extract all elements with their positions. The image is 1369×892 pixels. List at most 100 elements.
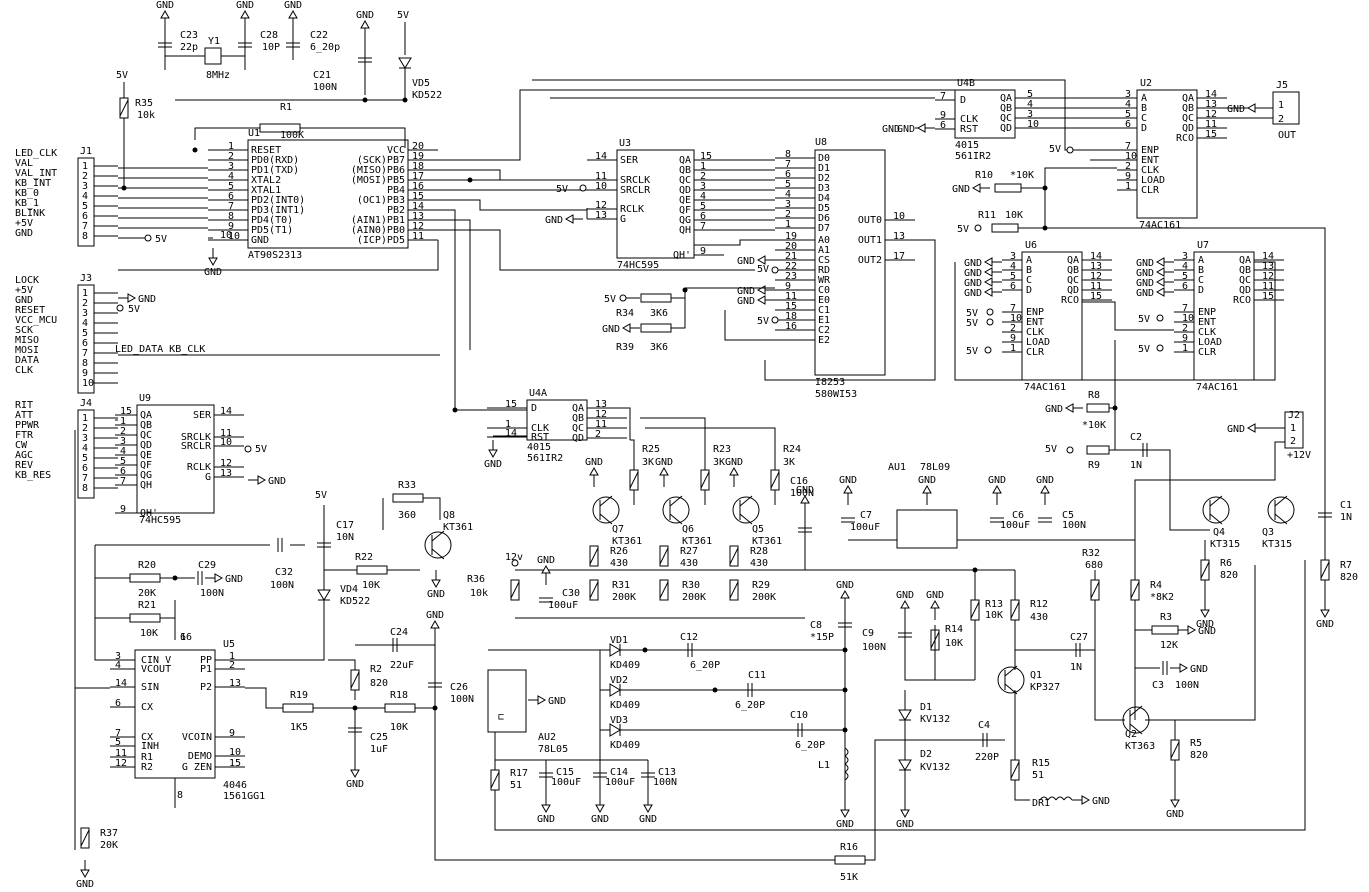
- gnd-symbol: [840, 589, 850, 599]
- u1-pin-name: (ICP)PD5: [357, 235, 405, 246]
- gnd-label: GND: [1190, 664, 1208, 675]
- resistor-slash: [729, 547, 739, 565]
- gnd-label: GND: [639, 814, 657, 825]
- u3-pin-num: 9: [700, 246, 706, 257]
- u5-pin-num: 3: [115, 651, 121, 662]
- r13-value: 10K: [985, 610, 1003, 621]
- r21-label: R21: [138, 600, 156, 611]
- gnd-symbol: [1040, 484, 1050, 494]
- au1-regulator: [896, 509, 958, 549]
- u1-pin-num: 2: [228, 151, 234, 162]
- j3-label: RESET: [15, 305, 45, 316]
- j2-note: +12V: [1287, 450, 1311, 461]
- j4-pin-num: 8: [82, 483, 88, 494]
- c16-label: C16: [790, 476, 808, 487]
- q4-label: Q4: [1213, 527, 1225, 538]
- junction-dot: [467, 177, 473, 183]
- u5-pin-num: 11: [115, 748, 127, 759]
- gnd-label: GND: [988, 475, 1006, 486]
- gnd-symbol: [1187, 625, 1197, 635]
- j3-connector: [77, 284, 95, 394]
- u8-out-num: 17: [893, 251, 905, 262]
- u4a-pin-num: 13: [595, 399, 607, 410]
- gnd-label: GND: [1036, 475, 1054, 486]
- diode: [898, 759, 912, 771]
- c29-value: 100N: [200, 588, 224, 599]
- u4b-pin-num: 3: [1027, 109, 1033, 120]
- j4-label: KB_RES: [15, 470, 51, 481]
- q1-value: KP327: [1030, 682, 1060, 693]
- open-terminal: [1156, 314, 1164, 322]
- r25-label: R25: [642, 444, 660, 455]
- u8-pin-name: E1: [818, 315, 830, 326]
- u3-pin-num: 2: [700, 171, 706, 182]
- j1-label: LED_CLK: [15, 148, 57, 159]
- c26-label: C26: [450, 682, 468, 693]
- u8-pin-num: 20: [785, 241, 797, 252]
- u5-pin-num: 8: [177, 790, 183, 801]
- gnd-label: GND: [591, 814, 609, 825]
- u1-pin-num: 19: [412, 151, 424, 162]
- u1-pin-name: XTAL1: [251, 185, 281, 196]
- j3-pin-num: 10: [82, 378, 94, 389]
- u9-pin-num: 9: [120, 504, 126, 515]
- gnd-label: GND: [952, 184, 970, 195]
- open-terminal: [116, 304, 124, 312]
- v5-label: 5V: [604, 294, 616, 305]
- gnd-symbol: [916, 123, 926, 133]
- gnd-symbol: [659, 466, 669, 476]
- u4a-pin-name: QC: [572, 423, 584, 434]
- r15-label: R15: [1032, 758, 1050, 769]
- u4b-part2: 561IR2: [955, 151, 991, 162]
- u9-pin-num: 5: [120, 456, 126, 467]
- j3-pin-num: 3: [82, 308, 88, 319]
- j3-label: +5V: [15, 285, 33, 296]
- resistor: [640, 293, 672, 303]
- junction-dot: [712, 687, 718, 693]
- u6-pin-num: 7: [1010, 303, 1016, 314]
- open-terminal: [619, 294, 627, 302]
- j1-label: BLINK: [15, 208, 45, 219]
- wire: [645, 427, 776, 470]
- u1-pin-num: 13: [412, 211, 424, 222]
- gnd-symbol: [430, 619, 440, 629]
- v12-label: 12v: [505, 552, 523, 563]
- r32-label: R32: [1082, 548, 1100, 559]
- u7-pin-num: 6: [1182, 281, 1188, 292]
- u3-pin-name: QE: [679, 195, 691, 206]
- u6-pin-num: 5: [1010, 271, 1016, 282]
- c5-value: 100N: [1062, 520, 1086, 531]
- v5-label: 5V: [255, 444, 267, 455]
- c28-value: 10P: [262, 42, 280, 53]
- q4-transistor: [1202, 496, 1230, 524]
- wire: [1014, 690, 1030, 801]
- r12-label: R12: [1030, 599, 1048, 610]
- u7-pin-num: 12: [1262, 271, 1274, 282]
- open-terminal: [974, 224, 982, 232]
- j1-pin-num: 1: [82, 161, 88, 172]
- wire: [423, 497, 441, 520]
- u5-pin-num: 14: [115, 678, 127, 689]
- u8-chip: [814, 149, 886, 376]
- c6-value: 100uF: [1000, 520, 1030, 531]
- c1-label: C1: [1340, 500, 1352, 511]
- q8-value: KT361: [443, 522, 473, 533]
- u4b-pin-name: QC: [1000, 113, 1012, 124]
- u4b-pin-name: CLK: [960, 114, 978, 125]
- u9-pin-name: QB: [140, 420, 152, 431]
- u3-pin-num: 10: [595, 181, 607, 192]
- u8-pin-num: 9: [785, 281, 791, 292]
- u6-pin-num: 14: [1090, 251, 1102, 262]
- c1-value: 1N: [1340, 512, 1352, 523]
- gnd-symbol: [621, 323, 631, 333]
- open-terminal: [511, 559, 519, 567]
- gnd-symbol: [756, 285, 766, 295]
- u8-pin-num: 19: [785, 231, 797, 242]
- c11-label: C11: [748, 670, 766, 681]
- u2-pin-name: QB: [1182, 103, 1194, 114]
- diode: [317, 589, 331, 601]
- c7-value: 100uF: [850, 522, 880, 533]
- u8-pin-name: E2: [818, 335, 830, 346]
- q6-value: KT361: [682, 536, 712, 547]
- junction-dot: [842, 647, 848, 653]
